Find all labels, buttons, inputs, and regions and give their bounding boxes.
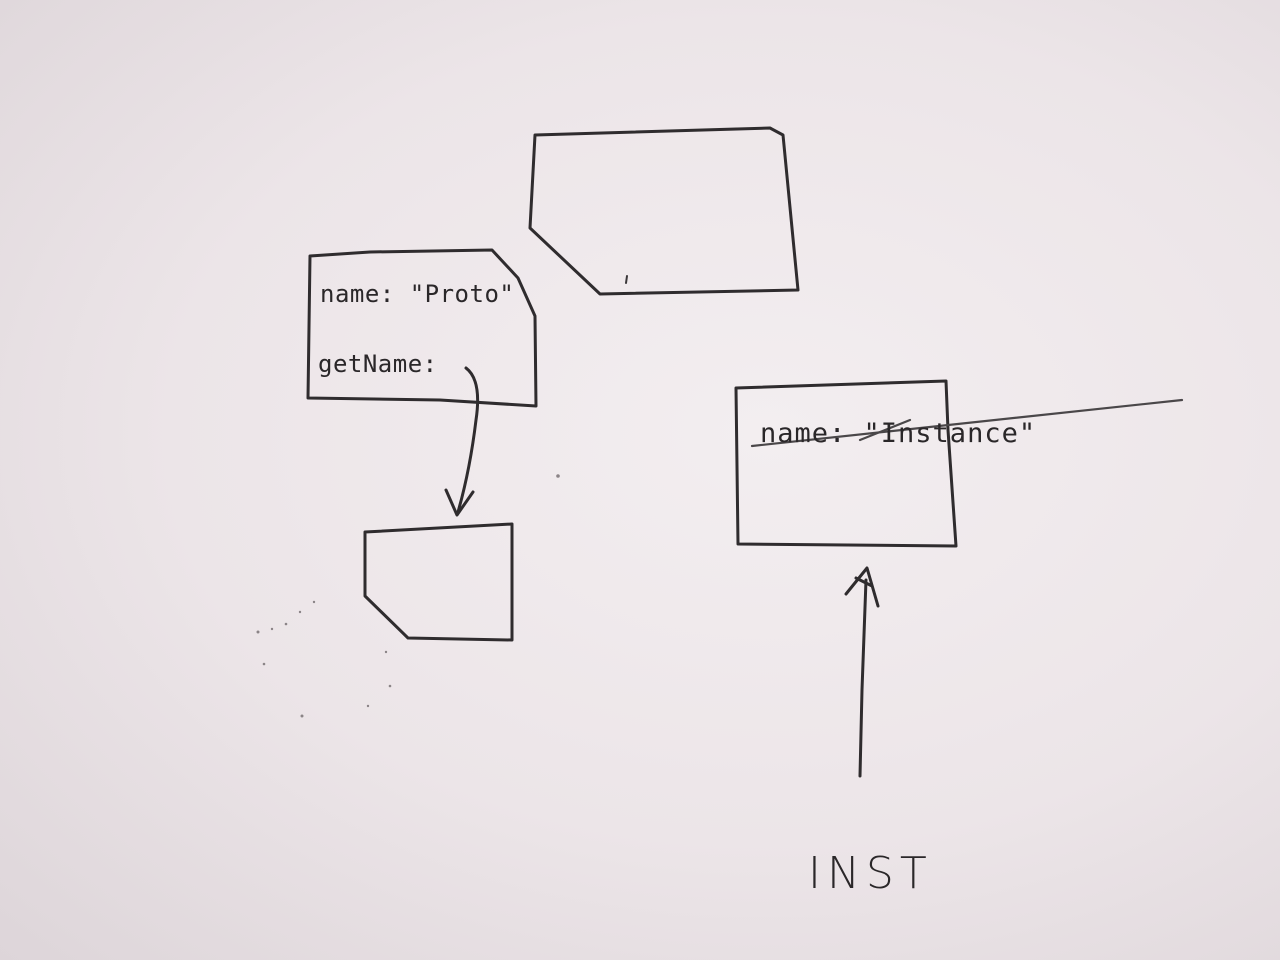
proto-name-field: name: "Proto" xyxy=(320,280,515,308)
getname-arrow xyxy=(456,366,480,514)
instance-box xyxy=(734,379,958,548)
inst-pointer-arrowhead xyxy=(844,566,880,608)
dotted-smudge xyxy=(256,474,560,718)
instance-strike-2 xyxy=(858,418,912,442)
top-empty-box xyxy=(528,126,800,296)
instance-strike-1 xyxy=(750,398,1184,448)
inst-pointer-label: INST xyxy=(808,848,933,899)
inst-pointer-line xyxy=(858,578,868,778)
top-box-mark xyxy=(625,275,628,284)
instance-name-field: name: "Instance" xyxy=(760,418,1037,449)
proto-getname-field: getName: xyxy=(318,350,438,378)
getname-arrowhead xyxy=(444,488,475,517)
function-box xyxy=(363,522,514,642)
proto-box xyxy=(306,248,538,408)
